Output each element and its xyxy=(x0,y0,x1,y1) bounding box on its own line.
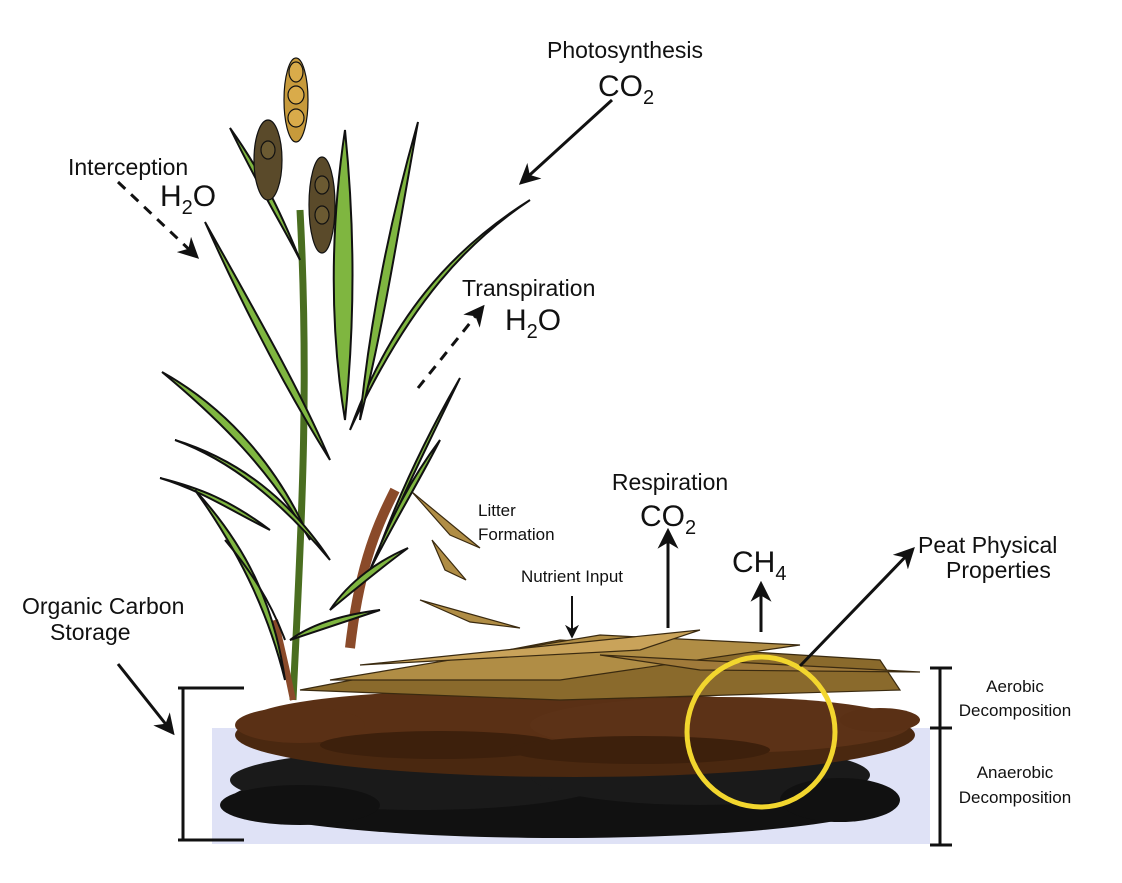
label-aerobic-line1: Aerobic xyxy=(986,677,1044,696)
seed-heads xyxy=(253,57,336,254)
label-anaerobic-line1: Anaerobic xyxy=(977,763,1054,782)
label-litter-line1: Litter xyxy=(478,501,516,520)
label-aerobic-line2: Decomposition xyxy=(959,701,1071,720)
label-peat-line2: Properties xyxy=(946,557,1051,583)
peat-sample-highlight-circle xyxy=(684,654,838,810)
label-photosynthesis: Photosynthesis xyxy=(547,37,703,63)
litter-layer xyxy=(299,491,921,701)
label-respiration: Respiration xyxy=(612,469,728,495)
label-organic-line1: Organic Carbon xyxy=(22,593,184,619)
transpiration-arrow xyxy=(416,304,485,389)
label-transpiration-chem: H2O xyxy=(505,304,561,343)
label-litter-line2: Formation xyxy=(478,525,555,544)
label-interception-chem: H2O xyxy=(160,180,216,219)
interception-arrow xyxy=(116,180,200,259)
organic-carbon-arrow xyxy=(116,663,175,736)
label-photosynthesis-chem: CO2 xyxy=(598,70,654,109)
label-anaerobic-line2: Decomposition xyxy=(959,788,1071,807)
label-interception: Interception xyxy=(68,154,188,180)
label-transpiration: Transpiration xyxy=(462,275,595,301)
label-nutrient-input: Nutrient Input xyxy=(521,567,623,586)
label-peat-line1: Peat Physical xyxy=(918,532,1057,558)
label-methane-chem: CH4 xyxy=(732,546,786,585)
aerobic-peat-layer xyxy=(235,690,920,777)
photosynthesis-arrow xyxy=(518,98,614,185)
peat-properties-arrow xyxy=(798,546,915,668)
label-organic-line2: Storage xyxy=(50,619,131,645)
label-respiration-chem: CO2 xyxy=(640,500,696,539)
organic-carbon-bracket xyxy=(178,686,244,842)
decomposition-bracket xyxy=(930,666,952,847)
flux-arrows xyxy=(116,98,915,736)
